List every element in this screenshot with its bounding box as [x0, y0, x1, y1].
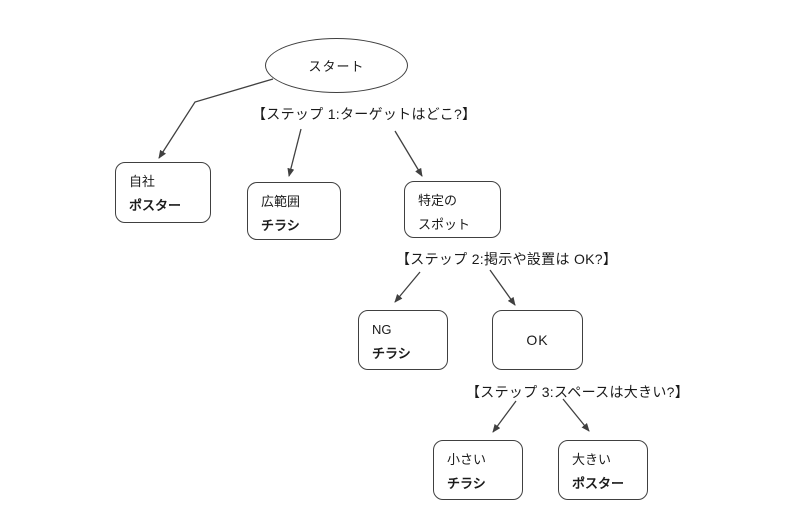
arrow-step3-to-small-flyer: [492, 400, 517, 433]
step2-question-label: 【ステップ 2:掲示や設置は OK?】: [396, 251, 618, 267]
node-ok: OK: [492, 310, 583, 370]
step3-question-label: 【ステップ 3:スペースは大きい?】: [466, 384, 690, 400]
arrow-start-to-own-poster: [158, 78, 274, 159]
node-wide-flyer-line2: チラシ: [261, 218, 300, 233]
node-specific-spot-line2: スポット: [418, 217, 471, 232]
node-small-flyer-line1: 小さい: [447, 452, 487, 467]
start-node: スタート: [265, 38, 408, 93]
arrow-step3-to-large-poster: [562, 398, 590, 432]
node-ok-label: OK: [526, 332, 549, 348]
start-node-label: スタート: [308, 59, 365, 74]
node-own-poster: 自社 ポスター: [115, 162, 211, 223]
node-specific-spot-line1: 特定の: [418, 193, 458, 208]
node-large-poster-line1: 大きい: [572, 452, 612, 467]
node-small-flyer-line2: チラシ: [447, 476, 486, 491]
node-wide-flyer-line1: 広範囲: [261, 194, 301, 209]
node-ng-flyer: NG チラシ: [358, 310, 448, 370]
arrow-step1-to-wide-flyer: [287, 128, 302, 177]
node-large-poster-line2: ポスター: [572, 476, 625, 491]
node-wide-flyer: 広範囲 チラシ: [247, 182, 341, 240]
step1-question-label: 【ステップ 1:ターゲットはどこ?】: [252, 106, 477, 122]
node-own-poster-line2: ポスター: [129, 198, 182, 213]
arrow-step2-to-ok: [489, 269, 516, 306]
node-small-flyer: 小さい チラシ: [433, 440, 523, 500]
node-own-poster-line1: 自社: [129, 174, 156, 189]
node-ng-flyer-line1: NG: [372, 322, 392, 337]
arrow-step2-to-ng-flyer: [394, 271, 421, 303]
node-large-poster: 大きい ポスター: [558, 440, 648, 500]
arrow-step1-to-specific-spot: [394, 130, 423, 177]
node-ng-flyer-line2: チラシ: [372, 346, 411, 361]
node-specific-spot: 特定の スポット: [404, 181, 501, 238]
